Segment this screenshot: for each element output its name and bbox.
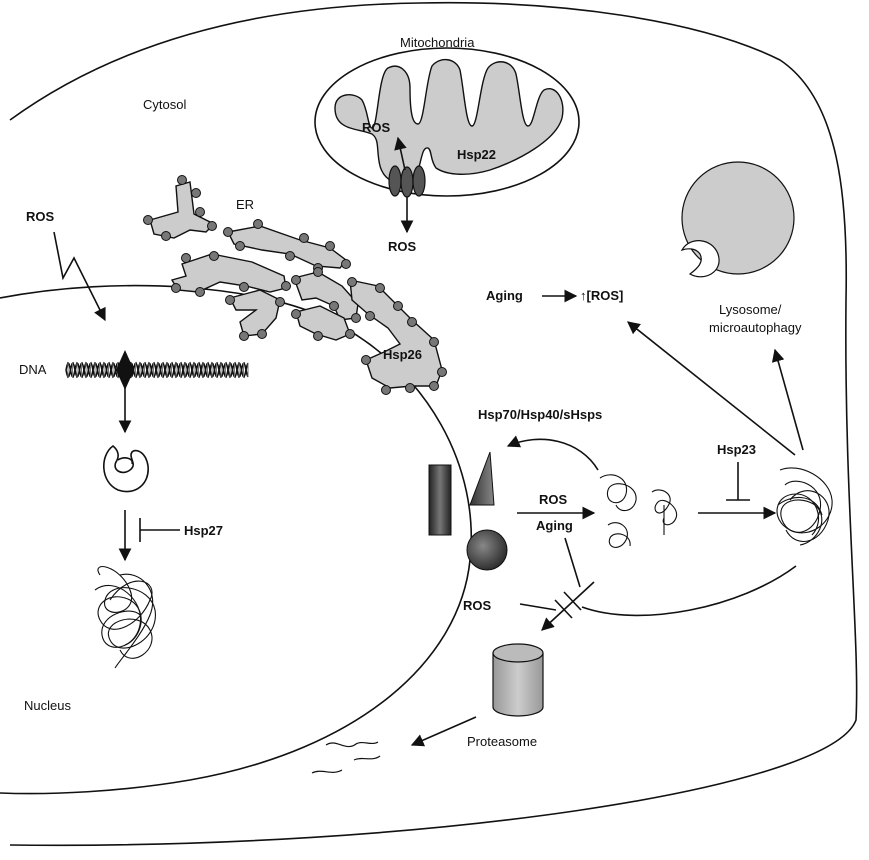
arrow-aggregate-lysosome (775, 350, 803, 450)
aging-mid-label: Aging (536, 518, 573, 533)
nucleus-label: Nucleus (24, 698, 71, 713)
dna-label: DNA (19, 362, 47, 377)
nuclear-aggregate (95, 567, 155, 668)
arrow-chaperone-refold (508, 439, 598, 470)
mito-channel (389, 166, 425, 197)
hsp27-label: Hsp27 (184, 523, 223, 538)
cytosol-label: Cytosol (143, 97, 186, 112)
arrow-aggregate-ros (628, 322, 795, 455)
aging-top-label: Aging (486, 288, 523, 303)
ros-lightning (54, 232, 105, 320)
lysosome-label-2: microautophagy (709, 320, 802, 335)
aggregate-inhibit-proteasome (582, 566, 796, 615)
ros-inhibit-proteasome (520, 604, 556, 610)
hsp26-label: Hsp26 (383, 347, 422, 362)
peptide-fragments (312, 742, 380, 773)
mitochondria-label: Mitochondria (400, 35, 475, 50)
lysosome (682, 162, 794, 277)
er-label: ER (236, 197, 254, 212)
mitochondrion (315, 48, 579, 196)
proteasome-label: Proteasome (467, 734, 537, 749)
mito-ros-out-label: ROS (388, 239, 417, 254)
ros-bottom-label: ROS (463, 598, 492, 613)
arrow-to-proteasome (542, 582, 594, 630)
misfolded-proteins (600, 475, 677, 548)
ros-increase-label: ↑[ROS] (580, 288, 623, 303)
hsp23-label: Hsp23 (717, 442, 756, 457)
cytosolic-aggregate (777, 468, 832, 545)
hsp70-label: Hsp70/Hsp40/sHsps (478, 407, 602, 422)
ros-mid-label: ROS (539, 492, 568, 507)
folded-proteins (429, 452, 507, 570)
ros-left-label: ROS (26, 209, 55, 224)
nuclear-misfolded-protein (104, 446, 148, 492)
aging-inhibit-proteasome (565, 538, 580, 587)
mito-ros-inner-label: ROS (362, 120, 391, 135)
proteasome (493, 644, 543, 716)
hsp22-label: Hsp22 (457, 147, 496, 162)
dna-helix (66, 350, 248, 390)
lysosome-label-1: Lysosome/ (719, 302, 782, 317)
